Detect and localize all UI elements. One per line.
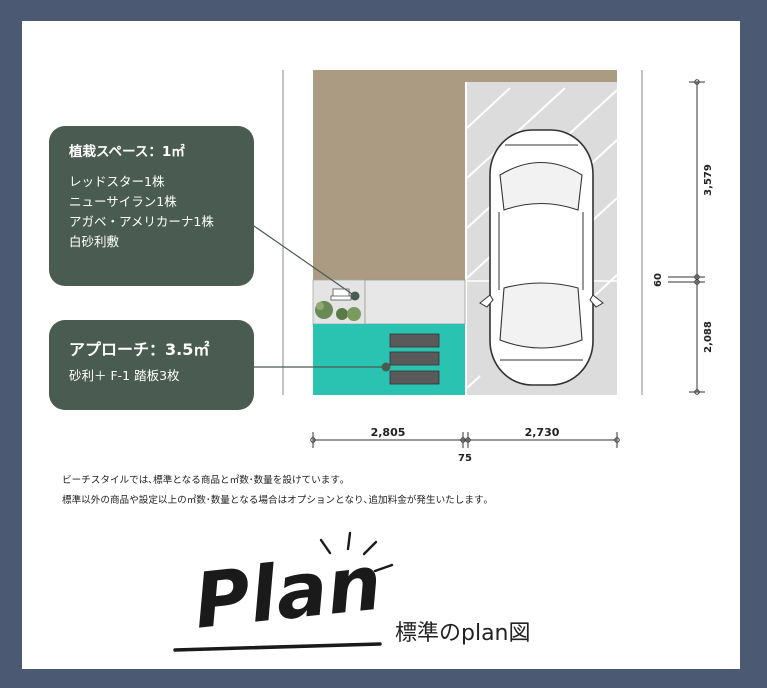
plant-icon (315, 288, 361, 321)
stepping-stone-1 (389, 333, 440, 348)
planting-item: ニューサイラン1株 (69, 194, 177, 209)
stepping-stone-3 (389, 370, 440, 385)
plan-caption: 標準のplan図 (395, 621, 531, 646)
dim-height-bottom: 2,088 (703, 321, 714, 353)
dim-height-gap: 60 (653, 273, 664, 287)
plan-underline (173, 642, 382, 652)
sparkle-lines (319, 531, 394, 573)
plan-script-logo: Plan (190, 538, 385, 646)
stepping-stone-2 (389, 351, 440, 366)
callout-approach-title: アプローチ：3.5㎡ (69, 340, 210, 359)
callout-approach: アプローチ：3.5㎡ 砂利＋ F-1 踏板3枚 (49, 320, 254, 410)
leader-line-planting (253, 225, 356, 297)
callout-approach-detail: 砂利＋ F-1 踏板3枚 (69, 368, 180, 383)
car-icon (479, 129, 604, 386)
approach-area (313, 324, 465, 395)
dim-width-right: 2,730 (525, 426, 560, 439)
dim-height-top: 3,579 (703, 164, 714, 196)
planting-item: レッドスター1株 (69, 174, 165, 189)
callout-planting: 植栽スペース：1㎡ レッドスター1株 ニューサイラン1株 アガベ・アメリカーナ1… (49, 126, 254, 286)
dim-width-left: 2,805 (371, 426, 406, 439)
dimension-line-horizontal (310, 432, 620, 448)
note-line-2: 標準以外の商品や設定以上の㎡数･数量となる場合はオプションとなり､追加料金が発生… (62, 495, 489, 506)
gravel-box (364, 279, 466, 325)
soil-area (313, 70, 465, 280)
note-line-1: ビーチスタイルでは､標準となる商品と㎡数･数量を設けています｡ (62, 475, 345, 486)
planting-item: 白砂利敷 (69, 234, 120, 249)
leader-dot-planting (350, 291, 360, 301)
dim-width-gap: 75 (458, 453, 472, 464)
leader-dot-approach (381, 362, 391, 372)
dimension-line-vertical (668, 79, 705, 395)
callout-planting-title: 植栽スペース：1㎡ (69, 144, 185, 160)
planting-item: アガベ・アメリカーナ1株 (69, 214, 214, 229)
soil-strip-top (465, 70, 617, 82)
